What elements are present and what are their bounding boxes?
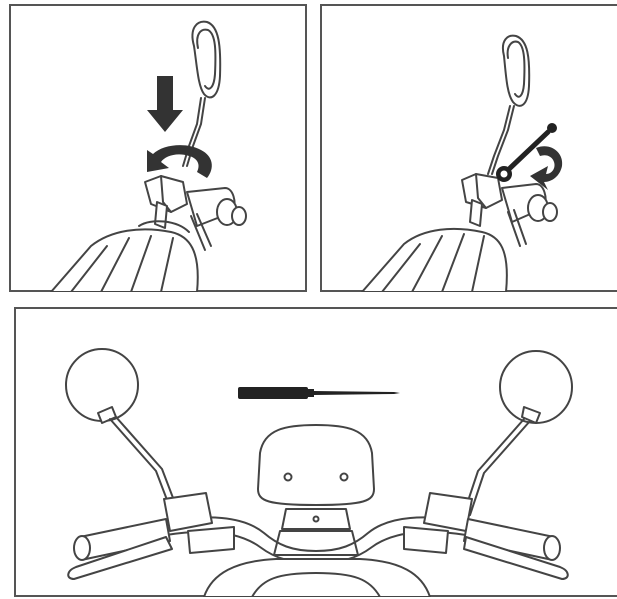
step-2-illustration: [361, 34, 563, 292]
step-3-panel: [14, 307, 617, 597]
rotate-arrow-icon: [530, 146, 563, 190]
headlight-panel: [257, 424, 375, 506]
step-1-illustration: [50, 20, 247, 292]
handlebar: [165, 516, 467, 552]
left-control-pod: [163, 492, 213, 532]
step-1-panel: [9, 4, 307, 292]
screwdriver-icon: [238, 387, 400, 399]
left-mirror-stem: [109, 418, 173, 514]
left-brake-lever: [67, 536, 173, 580]
mirror-stem: [487, 105, 511, 175]
step-3-illustration: [65, 348, 573, 597]
right-mirror-stem: [463, 418, 525, 514]
scooter-body: [203, 558, 431, 597]
right-brake-lever: [463, 536, 569, 580]
mirror-stem: [182, 97, 202, 167]
right-control-pod: [423, 492, 473, 532]
wrench-icon: [496, 123, 557, 182]
scooter-front-body: [50, 228, 199, 292]
scooter-front-body: [361, 227, 508, 292]
arrow-down-icon: [147, 76, 183, 132]
rotate-arrow-icon: [147, 145, 212, 178]
step-2-panel: [320, 4, 617, 292]
